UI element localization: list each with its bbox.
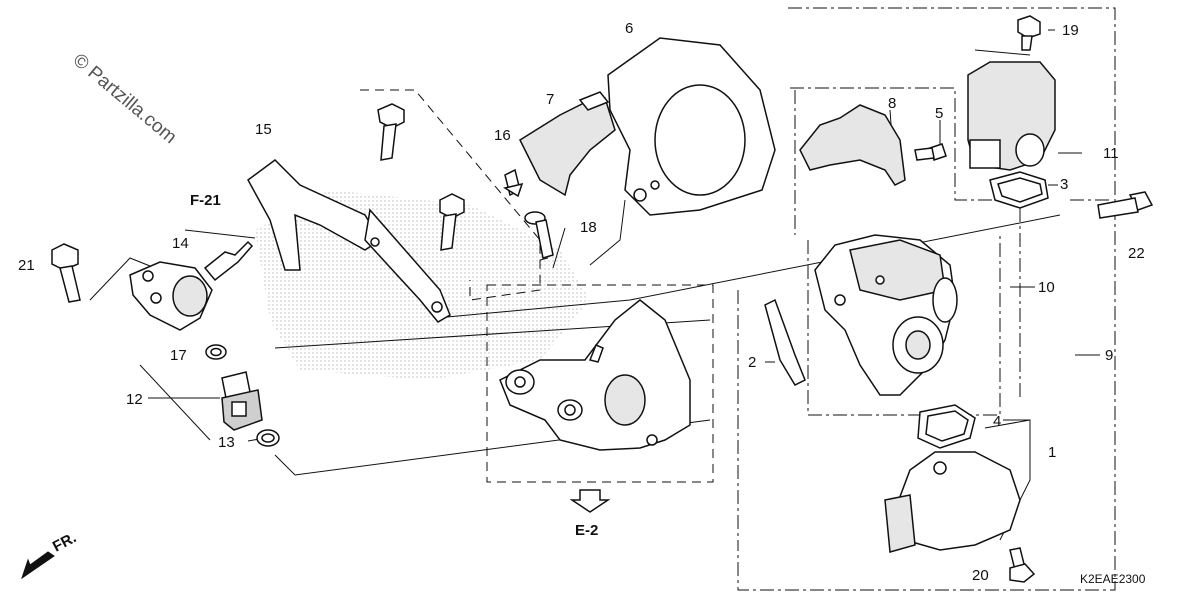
clip-part-16 bbox=[503, 168, 524, 198]
diagram-code: K2EAE2300 bbox=[1080, 572, 1146, 586]
bolt-part-18 bbox=[524, 211, 554, 259]
sensor-part-1 bbox=[884, 451, 1021, 553]
callout-numbers: 1 2 3 4 5 6 7 8 9 10 11 12 13 14 15 16 1… bbox=[18, 20, 1145, 584]
callout-21: 21 bbox=[18, 257, 35, 274]
bracket-part-8 bbox=[799, 104, 906, 186]
cover-part-6 bbox=[607, 37, 776, 216]
callout-22: 22 bbox=[1128, 245, 1145, 262]
callout-4: 4 bbox=[993, 413, 1001, 430]
callout-1: 1 bbox=[1048, 444, 1056, 461]
bracket-part-15 bbox=[247, 159, 451, 323]
callout-5: 5 bbox=[935, 105, 943, 122]
group-boundaries bbox=[360, 7, 1116, 591]
callout-20: 20 bbox=[972, 567, 989, 584]
ref-f21[interactable]: F-21 bbox=[190, 192, 221, 209]
housing-lower-middle bbox=[499, 299, 691, 451]
down-arrow-icon bbox=[569, 489, 611, 513]
actuator-part-11 bbox=[967, 61, 1056, 171]
callout-7: 7 bbox=[546, 91, 554, 108]
callout-14: 14 bbox=[172, 235, 189, 252]
bolt-part-20 bbox=[1009, 547, 1036, 583]
callout-9: 9 bbox=[1105, 347, 1113, 364]
callout-12: 12 bbox=[126, 391, 143, 408]
callout-11: 11 bbox=[1103, 145, 1119, 162]
throttle-body-part-10 bbox=[814, 234, 958, 396]
gasket-part-3 bbox=[989, 171, 1049, 209]
callout-17: 17 bbox=[170, 347, 187, 364]
callout-13: 13 bbox=[218, 434, 235, 451]
front-label: FR. bbox=[50, 529, 79, 555]
watermark: © Partzilla.com bbox=[69, 50, 181, 148]
clip-part-2 bbox=[764, 298, 806, 386]
front-arrow-icon bbox=[21, 551, 55, 580]
gasket-part-4 bbox=[917, 404, 976, 449]
ref-e2[interactable]: E-2 bbox=[575, 522, 598, 539]
oring-part-13 bbox=[256, 429, 280, 447]
callout-10: 10 bbox=[1038, 279, 1055, 296]
callout-2: 2 bbox=[748, 354, 756, 371]
bolt-part-22 bbox=[1097, 191, 1154, 219]
callout-16: 16 bbox=[494, 127, 511, 144]
callout-19: 19 bbox=[1062, 22, 1079, 39]
sensor-part-14 bbox=[129, 240, 254, 331]
callout-18: 18 bbox=[580, 219, 597, 236]
bolt-part-5 bbox=[914, 143, 947, 161]
bolts-bracket bbox=[377, 103, 465, 251]
callout-3: 3 bbox=[1060, 176, 1068, 193]
callout-6: 6 bbox=[625, 20, 633, 37]
bolt-part-19 bbox=[1017, 15, 1041, 51]
callout-15: 15 bbox=[255, 121, 272, 138]
callout-8: 8 bbox=[888, 95, 896, 112]
shield-part-7 bbox=[519, 91, 616, 197]
bolt-part-21 bbox=[51, 243, 81, 303]
oring-part-17 bbox=[205, 344, 227, 360]
sensor-part-12 bbox=[221, 371, 263, 431]
